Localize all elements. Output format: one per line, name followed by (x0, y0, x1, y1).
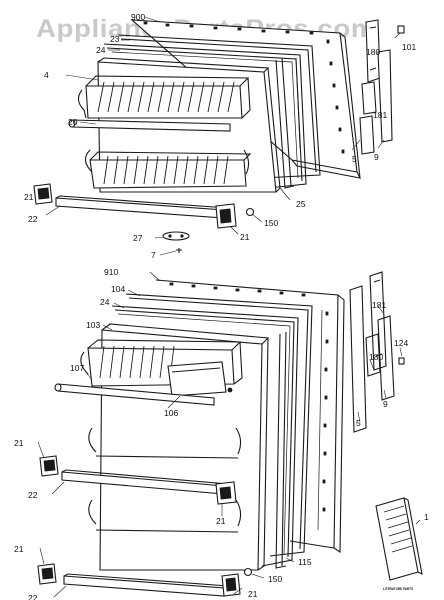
callout-27: 27 (133, 233, 143, 243)
callout-23: 23 (110, 34, 120, 44)
freezer-handle-trim (33, 183, 237, 229)
callout-9: 9 (374, 152, 379, 162)
freezer-small-parts (162, 207, 255, 253)
callout-21: 21 (14, 438, 24, 448)
callout-20: 20 (68, 117, 78, 127)
callout-106: 106 (164, 408, 178, 418)
callout-5: 5 (352, 154, 357, 164)
callout-910: 910 (104, 267, 118, 277)
callout-104: 104 (111, 284, 125, 294)
callout-9: 9 (383, 399, 388, 409)
fresh-food-door-assembly (54, 279, 345, 571)
callout-22: 22 (28, 214, 38, 224)
callout-900: 900 (131, 12, 145, 22)
callout-21: 21 (14, 544, 24, 554)
callout-7: 7 (151, 250, 156, 260)
callout-1: 1 (424, 512, 429, 522)
callout-180: 180 (369, 352, 383, 362)
callout-21: 21 (240, 232, 250, 242)
callout-115: 115 (298, 557, 312, 567)
callout-181: 181 (372, 300, 386, 310)
callout-25: 25 (296, 199, 306, 209)
freezer-shelf-bar (68, 119, 231, 132)
callout-101: 101 (402, 42, 416, 52)
fresh-food-gasket (111, 293, 313, 569)
callout-181: 181 (373, 110, 387, 120)
callout-103: 103 (86, 320, 100, 330)
callout-24: 24 (100, 297, 110, 307)
literature-parts-book: LITERATURE PARTS (375, 497, 423, 591)
fresh-food-upper-trim (39, 455, 237, 505)
callout-labels: 900 23 24 4 20 101 180 181 5 9 25 150 21… (14, 12, 429, 600)
callout-150: 150 (264, 218, 278, 228)
book-label: LITERATURE PARTS (383, 586, 413, 591)
callout-5: 5 (356, 418, 361, 428)
callout-150: 150 (268, 574, 282, 584)
callout-21: 21 (216, 516, 226, 526)
fresh-food-hinge-parts (349, 271, 405, 433)
hinge-pin-124 (398, 357, 405, 365)
fresh-food-lower-trim (37, 563, 253, 597)
leader-lines (37, 16, 421, 598)
fresh-food-shelf-bar (54, 383, 215, 406)
callout-180: 180 (366, 47, 380, 57)
callout-24: 24 (96, 45, 106, 55)
callout-22: 22 (28, 490, 38, 500)
hinge-cap-101 (397, 25, 405, 34)
freezer-door-assembly (68, 19, 361, 193)
callout-21: 21 (248, 589, 258, 599)
callout-21: 21 (24, 192, 34, 202)
freezer-hinge-parts (359, 19, 405, 155)
freezer-gasket (103, 34, 321, 189)
callout-4: 4 (44, 70, 49, 80)
callout-107: 107 (70, 363, 84, 373)
callout-22: 22 (28, 593, 38, 600)
callout-124: 124 (394, 338, 408, 348)
fresh-food-inner-liner (80, 323, 270, 571)
